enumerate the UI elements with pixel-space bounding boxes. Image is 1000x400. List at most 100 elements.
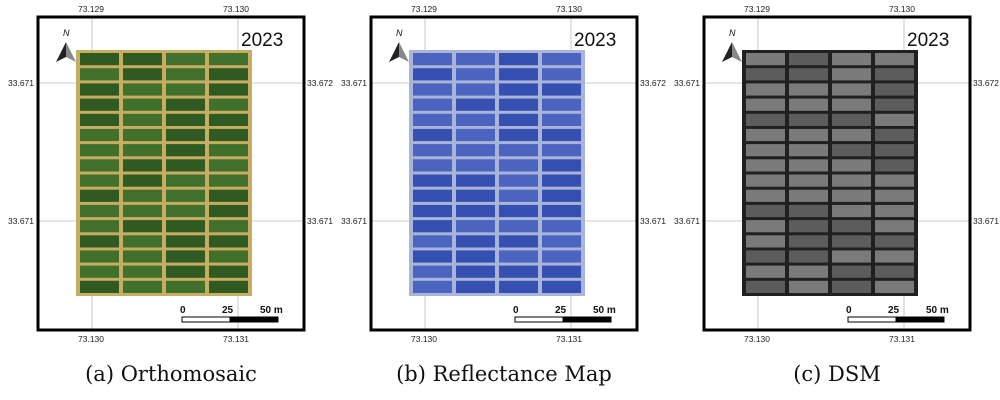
field-plot	[499, 189, 538, 202]
lat-right-upper: 33.672	[307, 78, 333, 88]
field-plot	[875, 280, 914, 293]
field-plot	[789, 68, 828, 81]
field-plot	[456, 265, 495, 278]
field-imagery	[76, 50, 252, 296]
lon-top-left: 73.129	[411, 4, 437, 14]
field-plot	[413, 83, 452, 96]
field-plot	[789, 280, 828, 293]
lat-left-upper: 33.671	[8, 78, 34, 88]
field-plot	[209, 98, 248, 111]
field-plot	[746, 68, 785, 81]
scale-label-0: 0	[180, 305, 186, 316]
map-frame: N 2023 0 25 50 m 73.129 73.130 73.130 73…	[674, 4, 999, 344]
field-plot	[456, 220, 495, 233]
field-plot	[789, 174, 828, 187]
field-plot	[875, 189, 914, 202]
field-plot	[456, 204, 495, 218]
map-border	[369, 15, 639, 332]
field-plot	[166, 113, 205, 126]
field-plot	[832, 235, 871, 248]
field-plot	[209, 265, 248, 278]
field-plot	[123, 68, 162, 81]
field-plot	[456, 174, 495, 187]
field-plot	[542, 189, 581, 202]
scale-label-25: 25	[555, 305, 567, 316]
lat-left-lower: 33.671	[8, 216, 34, 226]
field-plot	[456, 250, 495, 263]
field-plot	[875, 128, 914, 142]
lat-right-lower: 33.671	[973, 216, 999, 226]
field-plot	[499, 250, 538, 263]
lon-top-left: 73.129	[744, 4, 770, 14]
field-plot	[875, 98, 914, 111]
field-plot	[832, 68, 871, 81]
scale-label-0: 0	[513, 305, 519, 316]
field-plot	[542, 280, 581, 293]
field-plot	[80, 265, 119, 278]
scale-label-50: 50 m	[926, 305, 949, 316]
field-plot	[166, 68, 205, 81]
panel-caption: (b) Reflectance Map	[396, 362, 612, 386]
field-plot	[875, 159, 914, 172]
north-label: N	[396, 28, 403, 38]
field-plot	[123, 189, 162, 202]
field-plot	[413, 265, 452, 278]
field-plot	[166, 144, 205, 157]
field-plot	[456, 53, 495, 66]
field-plot	[832, 83, 871, 96]
field-plot	[413, 235, 452, 248]
field-plot	[123, 220, 162, 233]
field-plot	[413, 98, 452, 111]
lon-top-right: 73.130	[223, 4, 249, 14]
field-plot	[789, 144, 828, 157]
field-plot	[413, 128, 452, 142]
field-plot	[542, 128, 581, 142]
panel-caption: (a) Orthomosaic	[85, 362, 257, 386]
scale-label-0: 0	[846, 305, 852, 316]
field-plot	[166, 204, 205, 218]
field-plot	[832, 144, 871, 157]
field-plot	[832, 280, 871, 293]
field-plot	[209, 235, 248, 248]
field-plot	[413, 159, 452, 172]
field-plot	[123, 204, 162, 218]
field-plot	[746, 53, 785, 66]
field-plot	[875, 265, 914, 278]
map-border	[36, 15, 306, 332]
map-panel-orthomosaic: N 2023 0 25 50 m 73.129 73.130 73.130 73…	[8, 0, 334, 400]
field-plot	[789, 220, 828, 233]
field-plot	[413, 68, 452, 81]
field-plot	[456, 98, 495, 111]
field-plot	[166, 98, 205, 111]
field-plot	[413, 280, 452, 293]
field-plot	[746, 113, 785, 126]
field-plot	[456, 68, 495, 81]
field-plot	[80, 83, 119, 96]
field-plot	[499, 220, 538, 233]
field-plot	[832, 220, 871, 233]
field-plot	[832, 189, 871, 202]
field-plot	[209, 189, 248, 202]
field-plot	[746, 159, 785, 172]
field-plot	[832, 113, 871, 126]
field-plot	[542, 204, 581, 218]
field-plot	[746, 220, 785, 233]
field-plot	[499, 174, 538, 187]
field-plot	[832, 128, 871, 142]
lat-left-lower: 33.671	[341, 216, 367, 226]
lat-right-upper: 33.672	[640, 78, 666, 88]
field-plot	[789, 128, 828, 142]
field-plot	[80, 174, 119, 187]
field-plot	[746, 174, 785, 187]
field-plot	[499, 128, 538, 142]
field-plot	[542, 159, 581, 172]
field-plot	[832, 174, 871, 187]
lat-right-upper: 33.672	[973, 78, 999, 88]
north-label: N	[63, 28, 70, 38]
field-plot	[832, 250, 871, 263]
field-plot	[166, 265, 205, 278]
field-plot	[875, 250, 914, 263]
field-plot	[499, 53, 538, 66]
field-plot	[499, 159, 538, 172]
field-plot	[499, 265, 538, 278]
